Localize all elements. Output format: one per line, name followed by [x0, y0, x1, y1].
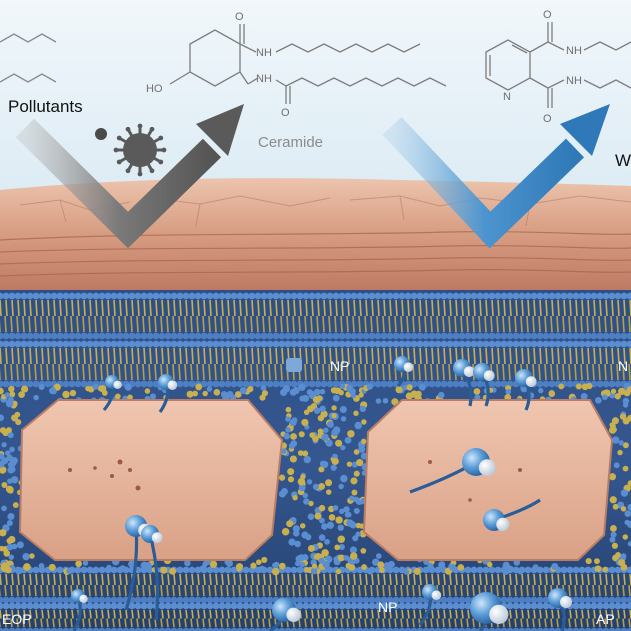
sky-background: [0, 0, 631, 200]
pyridine-nitrogen-label: N: [503, 91, 511, 103]
corneocyte-pores: [68, 459, 522, 502]
ceramide-atom-labels: O NH HO NH O: [146, 11, 290, 119]
nh-label-2: NH: [256, 73, 272, 85]
oxygen-label-2: O: [281, 107, 290, 119]
oxygen-label-3: O: [543, 9, 552, 21]
pyridine-structure: [485, 22, 631, 108]
ceramide-molecules: [71, 356, 572, 631]
pollutant-arrow-head: [196, 104, 244, 156]
oxygen-label-4: O: [543, 113, 552, 125]
hydroxyl-label: HO: [146, 83, 163, 95]
np-label-lower: NP: [378, 599, 397, 615]
lipid-bilayers: [0, 292, 631, 631]
corneocyte-right: [362, 399, 614, 561]
ceramide-structure: [169, 24, 447, 104]
eop-label: EOP: [2, 611, 32, 627]
pollutant-deflection-arrow: [15, 118, 222, 249]
ap-label: AP: [596, 611, 615, 627]
left-alkyl-chains: [0, 33, 57, 83]
np-marker-icon: [286, 358, 302, 372]
pollutant-particle: [95, 128, 107, 140]
skin-cracks: [19, 195, 631, 227]
lipid-type-labels: NP NP EOP AP N: [2, 358, 628, 627]
nh-label-1: NH: [256, 47, 272, 59]
pyridine-atom-labels: O NH N NH O: [503, 9, 582, 125]
water-reflection-arrow: [382, 117, 585, 249]
virus-icon: [113, 123, 167, 177]
water-arrow-head: [560, 104, 610, 156]
ns-label: N: [618, 358, 628, 374]
ceramide-label: Ceramide: [258, 134, 323, 151]
nh-label-3: NH: [566, 45, 582, 57]
corneocyte-left: [18, 399, 284, 561]
oxygen-label-1: O: [235, 11, 244, 23]
np-label-upper: NP: [330, 358, 349, 374]
pollutants-label: Pollutants: [8, 97, 83, 116]
water-label: W: [615, 151, 631, 170]
nh-label-4: NH: [566, 75, 582, 87]
